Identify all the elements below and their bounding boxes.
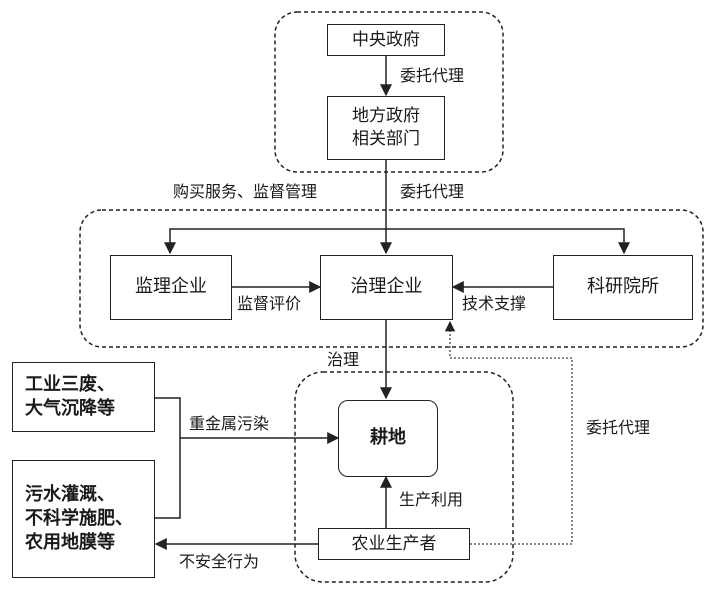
node-governance-firm: 治理企业: [320, 255, 453, 320]
node-supervision-firm: 监理企业: [110, 255, 232, 320]
label-production-use: 生产利用: [399, 490, 464, 509]
label-tech-support: 技术支撑: [461, 294, 528, 313]
label-heavy-metal-pollution: 重金属污染: [189, 414, 270, 433]
government-group-border: [274, 11, 504, 173]
node-central-government: 中央政府: [327, 24, 445, 56]
label-entrust-agency-top: 委托代理: [400, 66, 465, 85]
bracket-pollution-sources: [155, 397, 181, 519]
label-entrust-agency-mid: 委托代理: [400, 182, 465, 201]
arrow-to-research-institute: [386, 228, 630, 255]
arrow-entrust-dotted: [444, 320, 573, 545]
node-agricultural-producers: 农业生产者: [318, 528, 470, 560]
enterprise-group-border: [79, 209, 704, 348]
node-farmland: 耕地: [338, 400, 438, 477]
farmland-group-border: [294, 371, 514, 583]
node-research-institute: 科研院所: [553, 255, 693, 320]
label-govern: 治理: [327, 350, 360, 369]
arrow-to-supervision-firm: [164, 228, 386, 255]
label-purchase-services: 购买服务、监督管理: [173, 182, 318, 201]
node-industrial-waste: 工业三废、 大气沉降等: [12, 362, 155, 432]
label-unsafe-behavior: 不安全行为: [179, 552, 260, 571]
label-entrust-agency-right: 委托代理: [586, 418, 651, 437]
node-agricultural-practices: 污水灌溉、 不科学施肥、 农用地膜等: [12, 460, 155, 578]
node-local-government: 地方政府 相关部门: [327, 96, 445, 160]
label-supervise-evaluate: 监督评价: [236, 294, 303, 313]
